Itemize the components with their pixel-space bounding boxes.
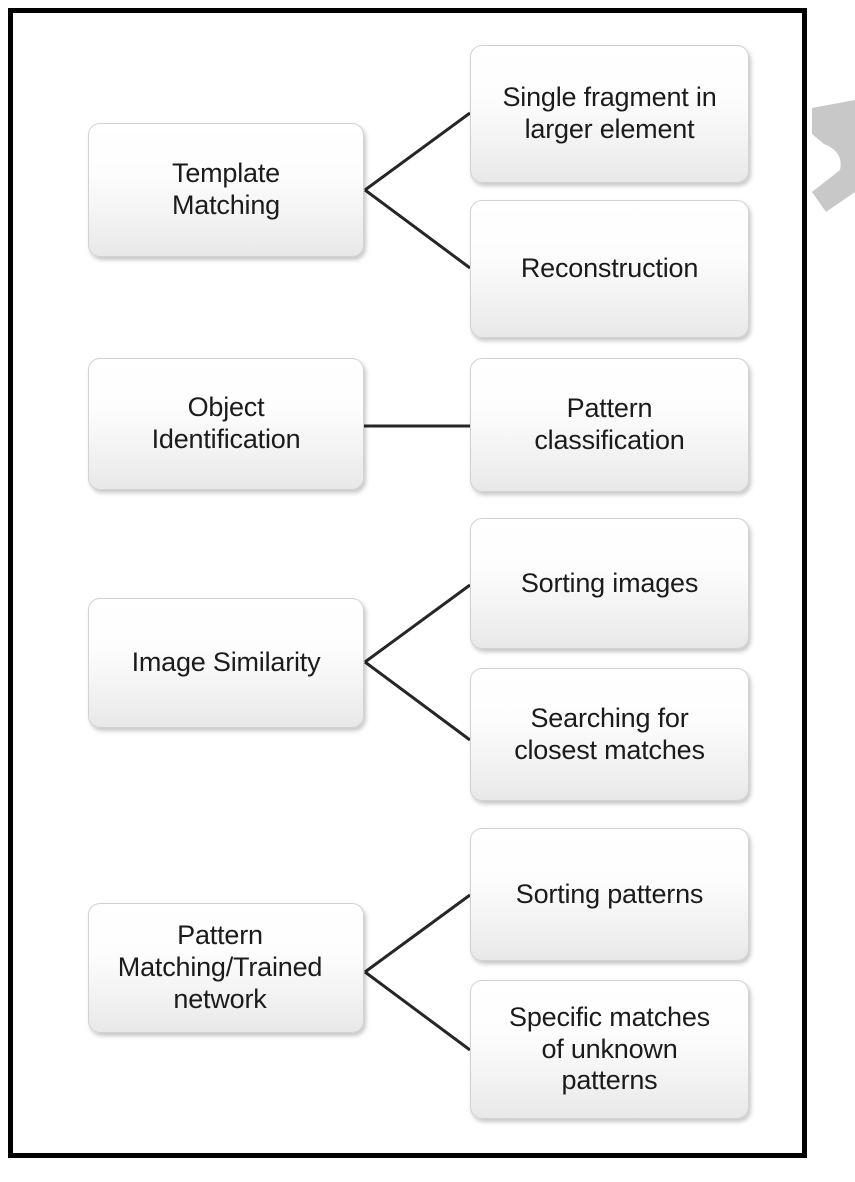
node-template-matching[interactable]: Template Matching (88, 123, 364, 257)
node-object-identification[interactable]: Object Identification (88, 358, 364, 490)
node-sorting-patterns[interactable]: Sorting patterns (470, 828, 749, 961)
node-searching-for-closest-matches[interactable]: Searching for closest matches (470, 668, 749, 801)
node-specific-matches-of-unknown-patterns[interactable]: Specific matches of unknown patterns (470, 980, 749, 1119)
node-image-similarity[interactable]: Image Similarity (88, 598, 364, 728)
node-label: Reconstruction (520, 253, 699, 284)
node-label: Image Similarity (131, 647, 321, 678)
node-sorting-images[interactable]: Sorting images (470, 518, 749, 649)
node-label: Sorting images (520, 567, 699, 598)
node-label: Searching for closest matches (514, 702, 705, 765)
node-single-fragment-in-larger-element[interactable]: Single fragment in larger element (470, 45, 749, 183)
node-label: Pattern Matching/Trained network (117, 920, 323, 1014)
node-label: Sorting patterns (515, 878, 704, 909)
node-label: Object Identification (151, 392, 301, 454)
node-reconstruction[interactable]: Reconstruction (470, 200, 749, 338)
node-pattern-classification[interactable]: Pattern classification (470, 358, 749, 492)
node-label: Template Matching (172, 158, 280, 220)
node-label: Specific matches of unknown patterns (509, 1001, 710, 1096)
grey-chevron-icon (812, 100, 855, 212)
node-pattern-matching-trained-network[interactable]: Pattern Matching/Trained network (88, 903, 364, 1033)
node-label: Single fragment in larger element (502, 82, 717, 144)
node-label: Pattern classification (534, 393, 685, 455)
